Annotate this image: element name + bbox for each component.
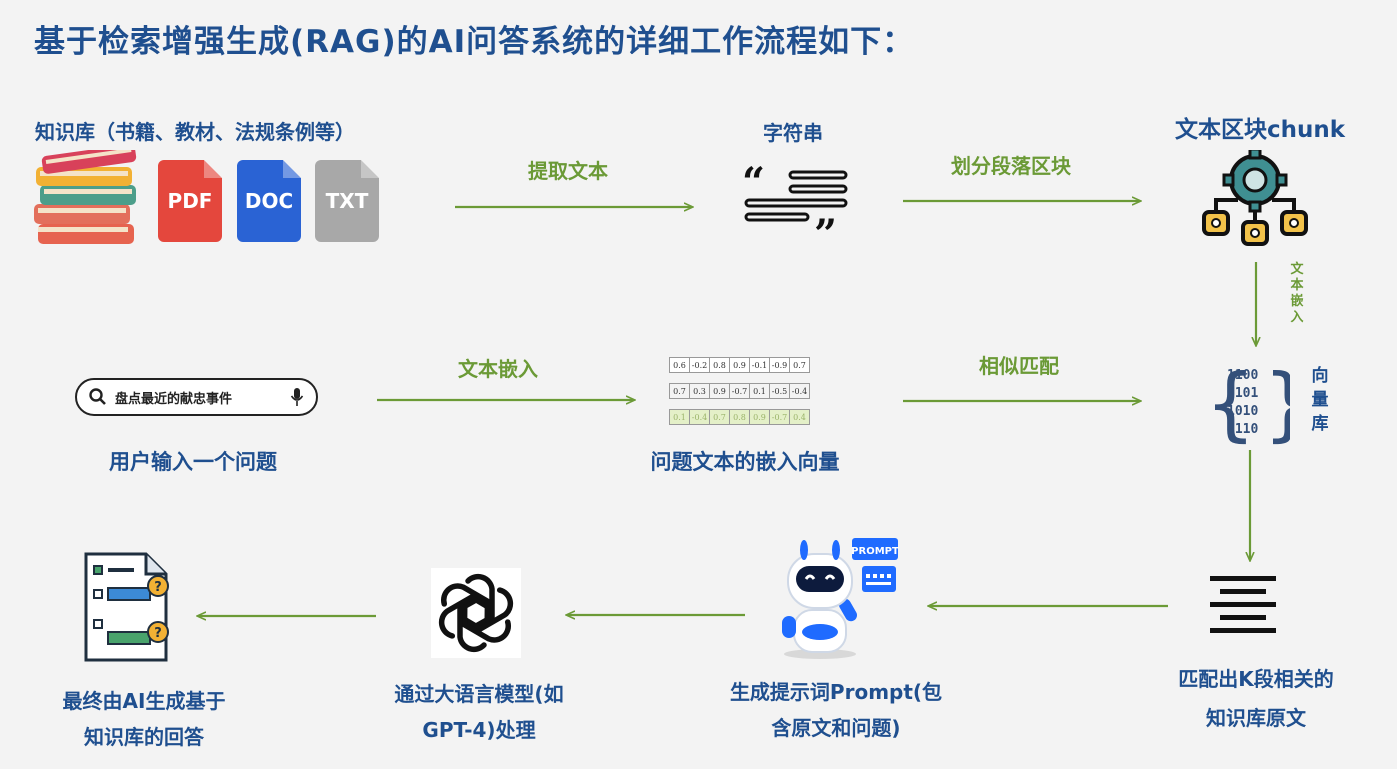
matched-label-line2: 知识库原文 xyxy=(1206,706,1306,730)
gear-network-icon xyxy=(1202,150,1308,246)
action-extract-text: 提取文本 xyxy=(528,159,608,183)
page-title: 基于检索增强生成(RAG)的AI问答系统的详细工作流程如下： xyxy=(34,24,915,60)
action-text-embed: 文本嵌入 xyxy=(458,357,538,381)
answer-label-line1: 最终由AI生成基于 xyxy=(62,689,226,713)
query-text: 盘点最近的献忠事件 xyxy=(115,391,233,407)
svg-text:0110: 0110 xyxy=(1227,422,1258,437)
prompt-badge: PROMPT xyxy=(851,546,899,557)
svg-text:?: ? xyxy=(154,626,162,641)
chunk-label: 文本区块chunk xyxy=(1174,117,1346,143)
search-icon xyxy=(89,388,106,405)
action-split-paragraphs: 划分段落区块 xyxy=(951,154,1071,178)
action-text-embed-vertical: 文本嵌入 xyxy=(1290,262,1304,325)
svg-text:1100: 1100 xyxy=(1227,368,1258,383)
robot-assistant-icon: PROMPT xyxy=(782,538,899,659)
text-lines-icon xyxy=(1210,576,1276,633)
svg-text:”: ” xyxy=(814,211,837,236)
qa-document-icon: ? ? xyxy=(84,552,169,662)
txt-file-icon: TXT xyxy=(315,160,379,242)
prompt-label-line2: 含原文和问题) xyxy=(771,716,901,740)
pdf-file-icon: PDF xyxy=(158,160,222,242)
string-label: 字符串 xyxy=(763,121,823,145)
svg-text:1010: 1010 xyxy=(1227,404,1258,419)
knowledge-base-label: 知识库（书籍、教材、法规条例等） xyxy=(35,120,355,144)
vector-database-icon: { } 1100 0101 1010 0110 xyxy=(1205,357,1290,447)
question-vector-label: 问题文本的嵌入向量 xyxy=(650,450,840,474)
llm-label-line1: 通过大语言模型(如 xyxy=(394,682,564,706)
microphone-icon xyxy=(290,388,304,406)
action-similarity-match: 相似匹配 xyxy=(979,354,1059,378)
answer-label-line2: 知识库的回答 xyxy=(84,725,204,749)
doc-file-icon: DOC xyxy=(237,160,301,242)
svg-text:“: “ xyxy=(742,162,765,206)
prompt-label-line1: 生成提示词Prompt(包 xyxy=(729,680,943,704)
matched-label-line1: 匹配出K段相关的 xyxy=(1178,667,1334,691)
quote-text-icon: “ ” xyxy=(742,162,848,236)
query-search-box: 盘点最近的献忠事件 xyxy=(75,378,318,416)
books-icon xyxy=(34,150,137,244)
svg-text:0101: 0101 xyxy=(1227,386,1258,401)
svg-text:{: { xyxy=(1205,357,1256,447)
vector-db-label: 向量库 xyxy=(1311,366,1329,434)
openai-logo-icon xyxy=(431,568,521,658)
llm-label-line2: GPT-4)处理 xyxy=(422,718,536,742)
query-label: 用户输入一个问题 xyxy=(109,450,277,474)
svg-text:}: } xyxy=(1263,357,1290,447)
svg-text:?: ? xyxy=(154,580,162,595)
